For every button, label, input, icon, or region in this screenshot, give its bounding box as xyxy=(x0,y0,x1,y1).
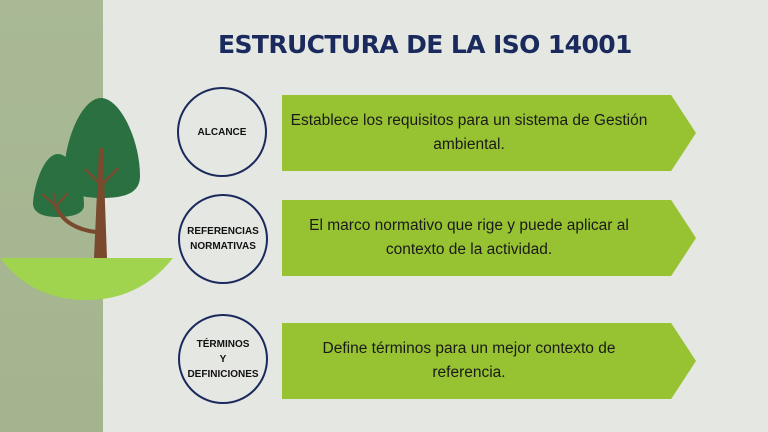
section-label: ALCANCE xyxy=(197,126,247,138)
section-description: Establece los requisitos para un sistema… xyxy=(290,112,648,153)
section-arrow-terminos-definiciones: Define términos para un mejor contexto d… xyxy=(282,323,696,399)
section-circle-referencias-normativas: REFERENCIAS NORMATIVAS xyxy=(178,194,268,284)
section-label: REFERENCIAS NORMATIVAS xyxy=(187,226,259,252)
section-circle-alcance: ALCANCE xyxy=(177,87,267,177)
section-arrow-referencias-normativas: El marco normativo que rige y puede apli… xyxy=(282,200,696,276)
section-circle-terminos-definiciones: TÉRMINOS Y DEFINICIONES xyxy=(178,314,268,404)
tree-trunk xyxy=(94,148,107,258)
section-label: TÉRMINOS Y DEFINICIONES xyxy=(187,338,259,380)
tree-icon xyxy=(0,98,173,300)
section-description: Define términos para un mejor contexto d… xyxy=(322,340,616,381)
page-title: ESTRUCTURA DE LA ISO 14001 xyxy=(218,30,632,59)
section-description: El marco normativo que rige y puede apli… xyxy=(309,217,629,258)
section-arrow-alcance: Establece los requisitos para un sistema… xyxy=(282,95,696,171)
ground-shape xyxy=(0,258,173,300)
